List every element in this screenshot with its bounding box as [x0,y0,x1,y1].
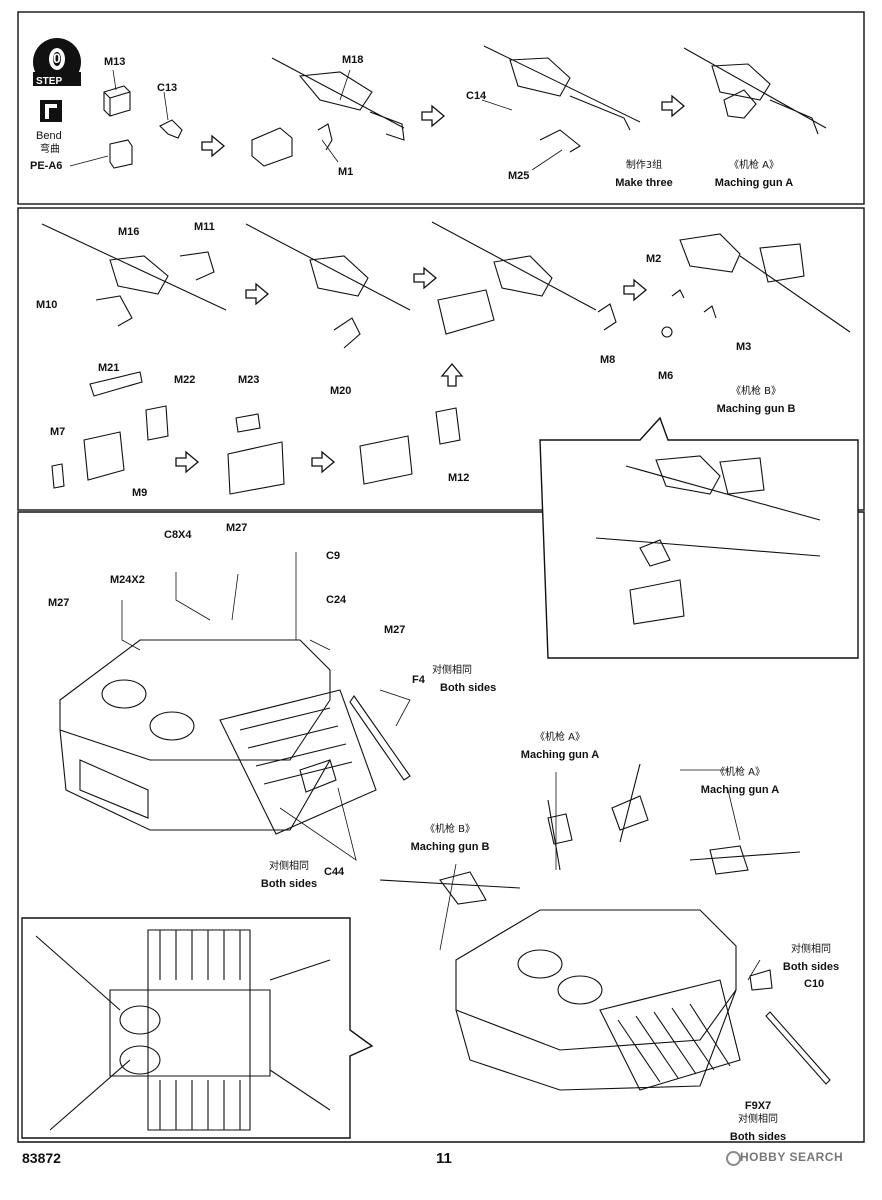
part-m10: M10 [36,299,58,311]
part-m11: M11 [194,221,215,233]
part-m9: M9 [132,487,148,499]
both-sides-cn-1: 对侧相同 [432,665,472,676]
product-code: 83872 [22,1150,61,1166]
step-number: 0 [53,50,61,66]
part-c13: C13 [157,82,178,94]
make-three-cn: 制作3组 [625,160,663,171]
part-m8: M8 [600,354,616,366]
part-c44: C44 [324,866,345,878]
gun-a-en-1: Maching gun A [714,177,794,189]
part-c9: C9 [326,550,341,562]
callout-gun-b [539,416,859,659]
part-m2: M2 [646,253,662,265]
part-m1: M1 [338,166,354,178]
both-sides-cn-2: 对侧相同 [269,861,309,872]
part-m20: M20 [330,385,352,397]
machine-gun-a-drawings [251,45,827,167]
callout-top-view [21,917,374,1139]
part-m16: M16 [118,226,140,238]
gun-a-en-2: Maching gun A [520,749,600,761]
leader-lines [69,69,563,171]
both-sides-en-3: Both sides [782,961,840,973]
part-c8x4: C8X4 [164,529,192,541]
ammo-box-parts [103,85,183,169]
step-word: STEP [36,76,63,87]
part-m27-1: M27 [226,522,248,534]
part-m3: M3 [736,341,752,353]
part-c24: C24 [326,594,347,606]
part-m25: M25 [508,170,530,182]
both-sides-cn-4: 对侧相同 [738,1114,778,1125]
step-badge [33,38,81,86]
bend-symbol-icon [40,100,62,122]
panel-gun-b [17,207,865,511]
part-m21: M21 [98,362,120,374]
watermark-logo-icon [726,1151,741,1166]
machine-gun-b-drawings [41,221,851,625]
gun-a-cn-1: 《机枪 A》 [728,160,780,171]
gun-a-cn-3: 《机枪 A》 [714,767,766,778]
gun-a-en-3: Maching gun A [700,784,780,796]
part-f9x7: F9X7 [744,1100,772,1112]
gun-b-en-1: Maching gun B [716,403,796,415]
part-m27-2: M27 [48,597,70,609]
hull-leader-lines [121,552,761,981]
part-m24x2: M24X2 [110,574,145,586]
make-three-en: Make three [615,177,673,189]
both-sides-en-1: Both sides [440,682,497,694]
part-m13: M13 [104,56,126,68]
part-m22: M22 [174,374,196,386]
gun-b-cn-1: 《机枪 B》 [730,386,782,397]
gun-a-cn-2: 《机枪 A》 [534,732,586,743]
part-pe-a6: PE-A6 [30,160,63,172]
part-m12: M12 [448,472,470,484]
hull-isometric [59,639,411,835]
part-c10: C10 [804,978,825,990]
both-sides-en-4: Both sides [729,1131,787,1143]
bend-label: Bend [36,130,62,142]
part-f4: F4 [412,674,425,686]
gun-b-cn-2: 《机枪 B》 [424,824,476,835]
hull-final-isometric [379,763,831,1091]
panel-frames [17,11,865,1143]
both-sides-cn-3: 对侧相同 [791,944,831,955]
part-c14: C14 [466,90,487,102]
page-number: 11 [436,1150,452,1167]
part-m18: M18 [342,54,364,66]
gun-b-en-2: Maching gun B [410,841,490,853]
both-sides-en-2: Both sides [260,878,318,890]
hull-top-view [35,929,331,1131]
part-m6: M6 [658,370,674,382]
part-m27-3: M27 [384,624,406,636]
watermark: HOBBY SEARCH [740,1150,844,1164]
part-m7: M7 [50,426,66,438]
part-m23: M23 [238,374,260,386]
panel-step0-top [17,11,865,205]
bend-label-cn: 弯曲 [40,144,60,155]
